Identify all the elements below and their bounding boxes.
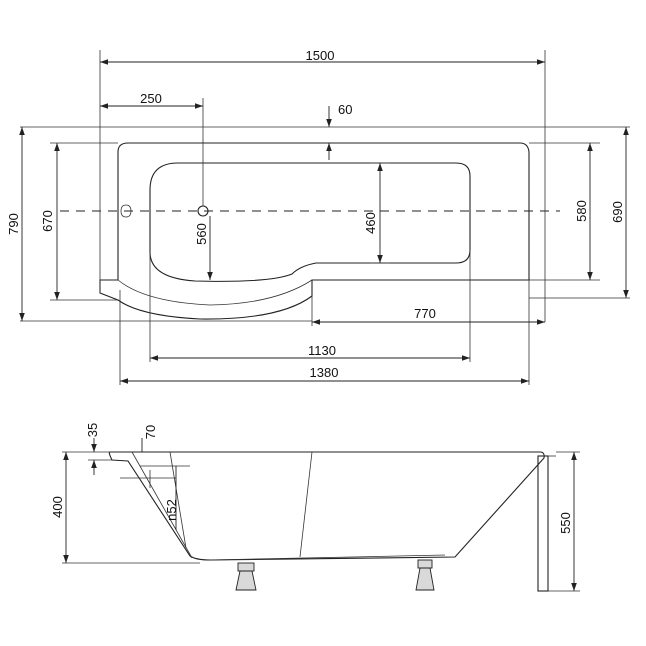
- dimension-basin-length: 1130: [308, 343, 336, 358]
- dimension-overall-length: 1500: [306, 48, 335, 63]
- dimension-basin-width: 460: [363, 212, 378, 234]
- left-foot: [235, 562, 257, 591]
- side-support-post: [537, 455, 549, 592]
- dimension-overflow-size: n52: [164, 499, 179, 521]
- bath-rim-line: [117, 279, 313, 306]
- dimension-overall-width: 790: [6, 213, 21, 235]
- basin-outline: [149, 162, 471, 282]
- plan-view: 1500 250 60 790 670 560 460 580 690 770 …: [6, 48, 630, 385]
- dimension-straight-section: 770: [414, 306, 436, 321]
- side-view: 35 70 n52 400 550: [50, 423, 580, 592]
- dimension-overall-height: 550: [558, 512, 573, 534]
- dimension-rim-thickness: 35: [85, 423, 100, 437]
- dimension-drain-depth: 560: [194, 223, 209, 245]
- dimension-drain-offset: 250: [140, 91, 162, 106]
- dimension-overflow-offset: 70: [143, 425, 158, 439]
- overflow-icon: [120, 204, 132, 218]
- right-foot: [415, 559, 435, 591]
- dimension-inner-width-left: 670: [40, 210, 55, 232]
- dimension-inner-length: 1380: [310, 365, 339, 380]
- bath-outer-outline: [99, 142, 530, 320]
- dimension-rim-offset: 60: [338, 102, 352, 117]
- dimension-inner-width-right: 580: [574, 200, 589, 222]
- dimension-bath-height: 400: [50, 496, 65, 518]
- dimension-width-right: 690: [610, 201, 625, 223]
- bath-side-outline: [108, 451, 545, 561]
